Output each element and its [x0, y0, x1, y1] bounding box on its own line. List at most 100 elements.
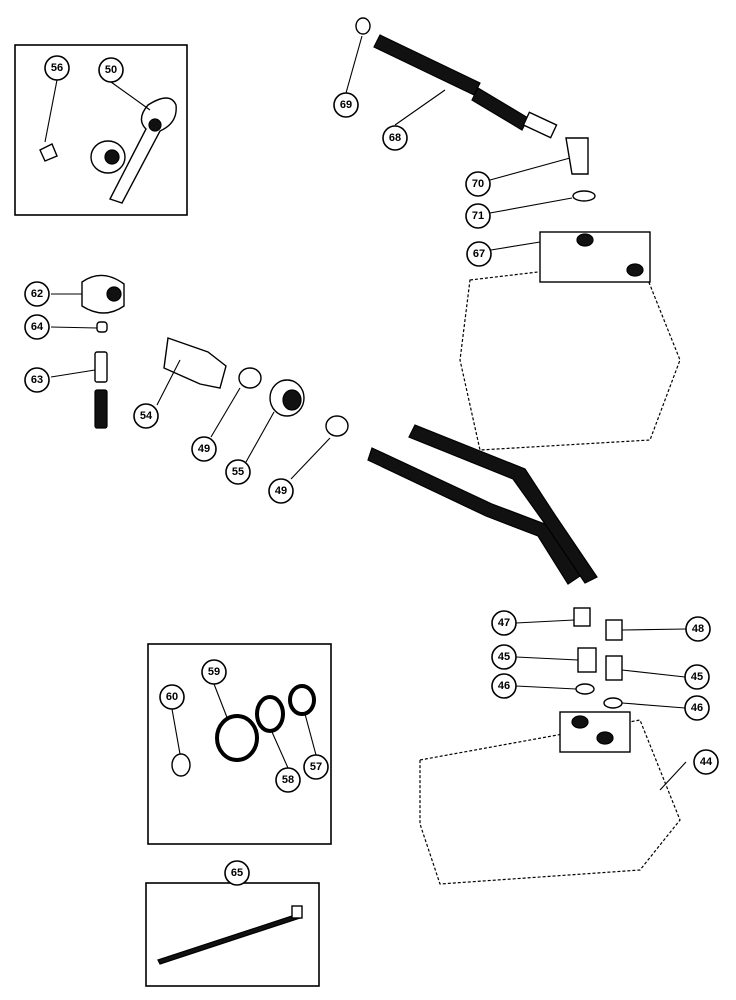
callout-54: 54	[133, 403, 159, 429]
callout-label: 67	[473, 248, 485, 260]
callout-67: 67	[466, 241, 492, 267]
callout-59: 59	[201, 659, 227, 685]
callout-55: 55	[225, 459, 251, 485]
hose-lower-a	[367, 447, 581, 585]
part-58-ring	[255, 695, 285, 733]
inset-frame-seals	[147, 643, 332, 845]
callout-label: 56	[51, 62, 63, 74]
callout-label: 57	[310, 761, 322, 773]
part-48-nut	[605, 619, 623, 641]
callout-label: 71	[472, 210, 484, 222]
callout-69: 69	[333, 92, 359, 118]
callout-label: 63	[31, 374, 43, 386]
callout-label: 47	[498, 617, 510, 629]
part-70-elbow	[565, 137, 589, 175]
callout-label: 54	[140, 410, 153, 422]
callout-68: 68	[382, 125, 408, 151]
inset-cable-tie	[145, 882, 320, 987]
callout-48: 48	[685, 616, 711, 642]
callout-label: 69	[340, 99, 352, 111]
upper-valve-group	[459, 231, 681, 451]
part-65-tie-strap	[157, 913, 301, 965]
leader-lines	[44, 35, 687, 885]
part-54-coupler	[163, 337, 227, 389]
part-59-ring	[215, 714, 259, 762]
callout-64: 64	[24, 314, 50, 340]
callout-label: 55	[232, 466, 244, 478]
sensor-group	[81, 274, 125, 429]
part-63-upper	[94, 351, 108, 383]
callout-label: 44	[700, 756, 713, 768]
callout-70: 70	[465, 171, 491, 197]
part-44-port-a	[571, 715, 589, 729]
part-68-hose-a	[373, 34, 481, 96]
part-46-ring-a	[575, 683, 595, 695]
part-44-port-b	[596, 731, 614, 745]
inset-frame-tie	[145, 882, 320, 987]
callout-49-b: 49	[268, 478, 294, 504]
callout-63: 63	[24, 367, 50, 393]
part-60-ring	[171, 753, 191, 777]
part-65-tie-head	[291, 905, 303, 919]
callout-60: 60	[159, 684, 185, 710]
part-46-ring-b	[603, 697, 623, 709]
part-62-bore	[106, 286, 122, 302]
lower-valve-group	[419, 711, 681, 885]
part-62-body	[81, 274, 125, 314]
part-68-nut	[522, 111, 558, 139]
part-49-ring-b	[325, 415, 349, 437]
callout-46-b: 46	[684, 695, 710, 721]
part-55-seal-bore	[282, 389, 302, 411]
part-44-valve-outline	[419, 719, 681, 885]
part-56-bolt	[39, 143, 58, 162]
callout-44: 44	[693, 749, 719, 775]
callout-label: 68	[389, 132, 401, 144]
inset-frame-lever	[14, 44, 188, 216]
callout-label: 45	[498, 651, 510, 663]
callout-label: 70	[472, 178, 484, 190]
callout-label: 50	[105, 64, 117, 76]
callout-46-a: 46	[491, 673, 517, 699]
callout-label: 49	[275, 485, 287, 497]
callout-56: 56	[44, 55, 70, 81]
part-64-ball	[96, 321, 108, 333]
callout-50: 50	[98, 57, 124, 83]
part-69-oring	[355, 17, 371, 35]
callout-49-a: 49	[191, 436, 217, 462]
callout-71: 71	[465, 203, 491, 229]
upper-valve-outline	[459, 259, 681, 451]
callout-label: 58	[282, 774, 294, 786]
callout-label: 62	[31, 288, 43, 300]
callout-label: 64	[31, 321, 44, 333]
part-67-port-b	[626, 263, 644, 277]
part-68-hose-b	[471, 87, 529, 131]
part-49-ring-a	[238, 367, 262, 389]
part-45-adapter-b	[605, 655, 623, 681]
callout-label: 65	[231, 867, 243, 879]
part-50-lever-hole	[148, 118, 162, 132]
part-47-nut	[573, 607, 591, 627]
part-44-valve-top	[559, 711, 631, 753]
callout-label: 60	[166, 691, 178, 703]
callout-label: 59	[208, 666, 220, 678]
part-57-ring	[288, 684, 316, 716]
inset-seal-kit	[147, 643, 332, 845]
callout-45-b: 45	[684, 664, 710, 690]
fitting-group	[163, 337, 349, 437]
part-71-oring	[572, 190, 596, 202]
callout-label: 46	[691, 702, 703, 714]
part-67-port-a	[576, 233, 594, 247]
callout-58: 58	[275, 767, 301, 793]
callout-47: 47	[491, 610, 517, 636]
inset-lever	[14, 44, 188, 216]
callout-45-a: 45	[491, 644, 517, 670]
hose-lower-b	[408, 424, 598, 584]
callout-62: 62	[24, 281, 50, 307]
callout-label: 46	[498, 680, 510, 692]
callout-label: 48	[692, 623, 704, 635]
callout-57: 57	[303, 754, 329, 780]
callout-label: 49	[198, 443, 210, 455]
callout-label: 45	[691, 671, 703, 683]
top-hose-group	[355, 17, 596, 202]
